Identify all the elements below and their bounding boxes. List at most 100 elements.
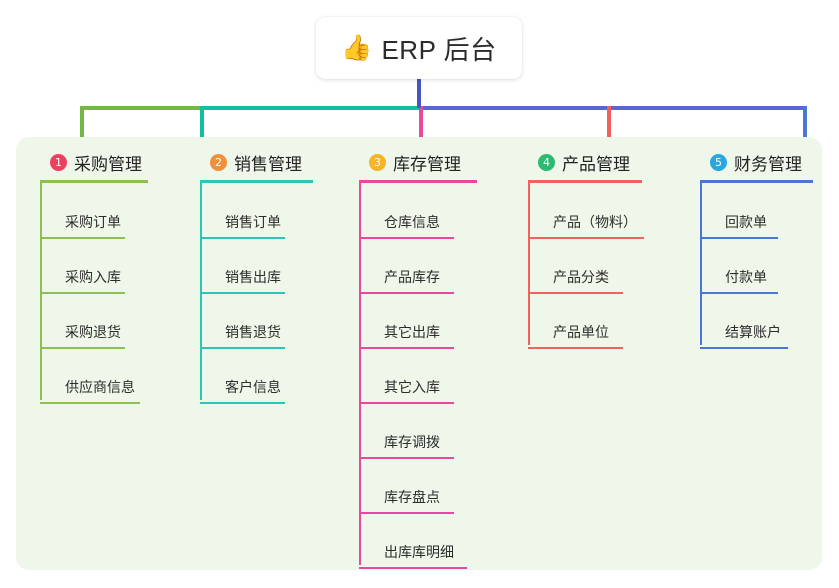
leaf-item[interactable]: 其它出库 bbox=[359, 294, 461, 349]
leaf-item-label: 出库库明细 bbox=[384, 544, 454, 560]
root-node-card[interactable]: 👍 ERP 后台 bbox=[316, 17, 522, 79]
leaf-item[interactable]: 付款单 bbox=[700, 239, 802, 294]
leaf-item-label: 产品单位 bbox=[553, 324, 609, 340]
column-header-2[interactable]: 2 销售管理 bbox=[200, 144, 313, 183]
leaf-item[interactable]: 库存盘点 bbox=[359, 459, 461, 514]
column-items-5: 回款单付款单结算账户 bbox=[700, 180, 802, 349]
leaf-item[interactable]: 销售退货 bbox=[200, 294, 302, 349]
branch-drop-line-2 bbox=[200, 106, 204, 137]
leaf-item-label: 其它出库 bbox=[384, 324, 440, 340]
leaf-item-label: 其它入库 bbox=[384, 379, 440, 395]
leaf-item[interactable]: 采购退货 bbox=[40, 294, 142, 349]
leaf-item-label: 客户信息 bbox=[225, 379, 281, 395]
branch-drop-line-4 bbox=[607, 106, 611, 137]
leaf-item-underline bbox=[700, 292, 778, 294]
column-number-badge: 5 bbox=[710, 153, 727, 171]
column-spine-line bbox=[359, 180, 361, 565]
leaf-item[interactable]: 其它入库 bbox=[359, 349, 461, 404]
leaf-item[interactable]: 回款单 bbox=[700, 184, 802, 239]
column-header-underline bbox=[528, 180, 642, 183]
leaf-item-label: 产品（物料） bbox=[553, 214, 637, 230]
leaf-item-label: 回款单 bbox=[725, 214, 767, 230]
column-items-2: 销售订单销售出库销售退货客户信息 bbox=[200, 180, 302, 404]
leaf-item[interactable]: 产品分类 bbox=[528, 239, 630, 294]
branch-drop-line-5 bbox=[803, 106, 807, 137]
leaf-item-underline bbox=[200, 237, 285, 239]
root-node-title: ERP 后台 bbox=[381, 34, 497, 65]
leaf-item[interactable]: 产品（物料） bbox=[528, 184, 644, 239]
leaf-item[interactable]: 产品库存 bbox=[359, 239, 461, 294]
leaf-item[interactable]: 销售订单 bbox=[200, 184, 302, 239]
leaf-item-underline bbox=[359, 402, 454, 404]
trunk-line bbox=[417, 79, 421, 108]
leaf-item-label: 产品分类 bbox=[553, 269, 609, 285]
leaf-item-label: 产品库存 bbox=[384, 269, 440, 285]
leaf-item[interactable]: 出库库明细 bbox=[359, 514, 467, 569]
leaf-item-underline bbox=[700, 347, 788, 349]
leaf-item-underline bbox=[359, 292, 454, 294]
connector-bar-segment-3 bbox=[419, 106, 807, 110]
column-spine-line bbox=[40, 180, 42, 400]
column-5: 5 财务管理回款单付款单结算账户 bbox=[700, 144, 813, 349]
column-title: 财务管理 bbox=[734, 154, 802, 174]
leaf-item-underline bbox=[40, 402, 140, 404]
column-number-badge: 2 bbox=[210, 153, 227, 171]
connector-bar-segment-2 bbox=[200, 106, 419, 110]
column-2: 2 销售管理销售订单销售出库销售退货客户信息 bbox=[200, 144, 313, 404]
leaf-item[interactable]: 采购订单 bbox=[40, 184, 142, 239]
leaf-item-underline bbox=[359, 512, 454, 514]
column-title: 产品管理 bbox=[562, 154, 630, 174]
leaf-item-underline bbox=[359, 567, 467, 569]
leaf-item[interactable]: 客户信息 bbox=[200, 349, 302, 404]
leaf-item[interactable]: 采购入库 bbox=[40, 239, 142, 294]
leaf-item[interactable]: 库存调拨 bbox=[359, 404, 461, 459]
column-header-underline bbox=[359, 180, 477, 183]
leaf-item[interactable]: 仓库信息 bbox=[359, 184, 461, 239]
column-title: 采购管理 bbox=[74, 154, 142, 174]
thumbs-up-icon: 👍 bbox=[341, 33, 373, 62]
leaf-item-underline bbox=[200, 347, 285, 349]
column-header-underline bbox=[40, 180, 148, 183]
leaf-item[interactable]: 供应商信息 bbox=[40, 349, 142, 404]
column-number-badge: 4 bbox=[538, 153, 555, 171]
leaf-item[interactable]: 产品单位 bbox=[528, 294, 630, 349]
column-title: 库存管理 bbox=[393, 154, 461, 174]
leaf-item-underline bbox=[40, 292, 125, 294]
leaf-item-label: 付款单 bbox=[725, 269, 767, 285]
column-header-underline bbox=[200, 180, 313, 183]
leaf-item[interactable]: 结算账户 bbox=[700, 294, 802, 349]
leaf-item-underline bbox=[700, 237, 778, 239]
leaf-item-underline bbox=[528, 237, 644, 239]
leaf-item-label: 采购退货 bbox=[65, 324, 121, 340]
content-panel bbox=[16, 137, 822, 570]
column-4: 4 产品管理产品（物料） 产品分类产品单位 bbox=[528, 144, 644, 349]
leaf-item-label: 结算账户 bbox=[725, 324, 781, 340]
leaf-item[interactable]: 销售出库 bbox=[200, 239, 302, 294]
column-title: 销售管理 bbox=[234, 154, 302, 174]
column-spine-line bbox=[528, 180, 530, 345]
column-spine-line bbox=[700, 180, 702, 345]
column-items-1: 采购订单采购入库采购退货供应商信息 bbox=[40, 180, 142, 404]
column-items-4: 产品（物料） 产品分类产品单位 bbox=[528, 180, 644, 349]
connector-bar-segment-1 bbox=[80, 106, 200, 110]
column-items-3: 仓库信息产品库存其它出库其它入库库存调拨库存盘点出库库明细 bbox=[359, 180, 467, 569]
column-header-5[interactable]: 5 财务管理 bbox=[700, 144, 813, 183]
column-header-4[interactable]: 4 产品管理 bbox=[528, 144, 642, 183]
leaf-item-underline bbox=[528, 347, 623, 349]
leaf-item-underline bbox=[359, 237, 454, 239]
leaf-item-underline bbox=[359, 347, 454, 349]
column-3: 3 库存管理仓库信息产品库存其它出库其它入库库存调拨库存盘点出库库明细 bbox=[359, 144, 477, 569]
leaf-item-underline bbox=[40, 237, 125, 239]
column-spine-line bbox=[200, 180, 202, 400]
leaf-item-label: 销售订单 bbox=[225, 214, 281, 230]
leaf-item-underline bbox=[40, 347, 125, 349]
leaf-item-underline bbox=[200, 292, 285, 294]
column-header-3[interactable]: 3 库存管理 bbox=[359, 144, 477, 183]
leaf-item-label: 库存调拨 bbox=[384, 434, 440, 450]
branch-drop-line-1 bbox=[80, 106, 84, 137]
column-number-badge: 3 bbox=[369, 153, 386, 171]
leaf-item-underline bbox=[200, 402, 285, 404]
leaf-item-label: 仓库信息 bbox=[384, 214, 440, 230]
